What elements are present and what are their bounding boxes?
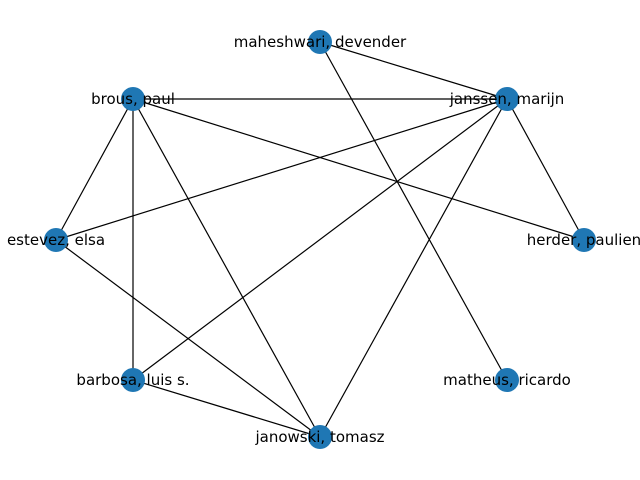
edge-janssen-barbosa [132, 98, 508, 381]
labels-layer: maheshwari, devender janssen, marijn brous… [7, 33, 640, 446]
edge-brous-herder [132, 98, 585, 241]
edge-janssen-estevez [55, 98, 508, 241]
edge-janssen-janowski [319, 98, 508, 438]
node-herder[interactable] [572, 228, 596, 252]
node-label-janowski: janowski, tomasz [254, 428, 384, 446]
node-label-herder: herder, paulien [527, 231, 640, 249]
edge-maheshwari-janssen [319, 41, 508, 100]
edge-janssen-herder [506, 98, 585, 241]
node-label-estevez: estevez, elsa [7, 231, 105, 249]
node-label-barbosa: barbosa, luis s. [76, 371, 189, 389]
node-barbosa[interactable] [121, 368, 145, 392]
node-brous[interactable] [121, 87, 145, 111]
node-label-matheus: matheus, ricardo [443, 371, 571, 389]
node-estevez[interactable] [44, 228, 68, 252]
edge-brous-estevez [55, 98, 134, 241]
node-janowski[interactable] [308, 425, 332, 449]
edge-maheshwari-matheus [319, 41, 508, 381]
node-label-brous: brous, paul [91, 90, 175, 108]
node-maheshwari[interactable] [308, 30, 332, 54]
edge-brous-janowski [132, 98, 321, 438]
node-label-maheshwari: maheshwari, devender [234, 33, 407, 51]
node-label-janssen: janssen, marijn [449, 90, 565, 108]
edge-barbosa-janowski [132, 379, 321, 438]
node-matheus[interactable] [495, 368, 519, 392]
edge-estevez-janowski [55, 239, 321, 438]
nodes-layer [44, 30, 596, 449]
edges-layer [55, 41, 585, 438]
node-janssen[interactable] [495, 87, 519, 111]
